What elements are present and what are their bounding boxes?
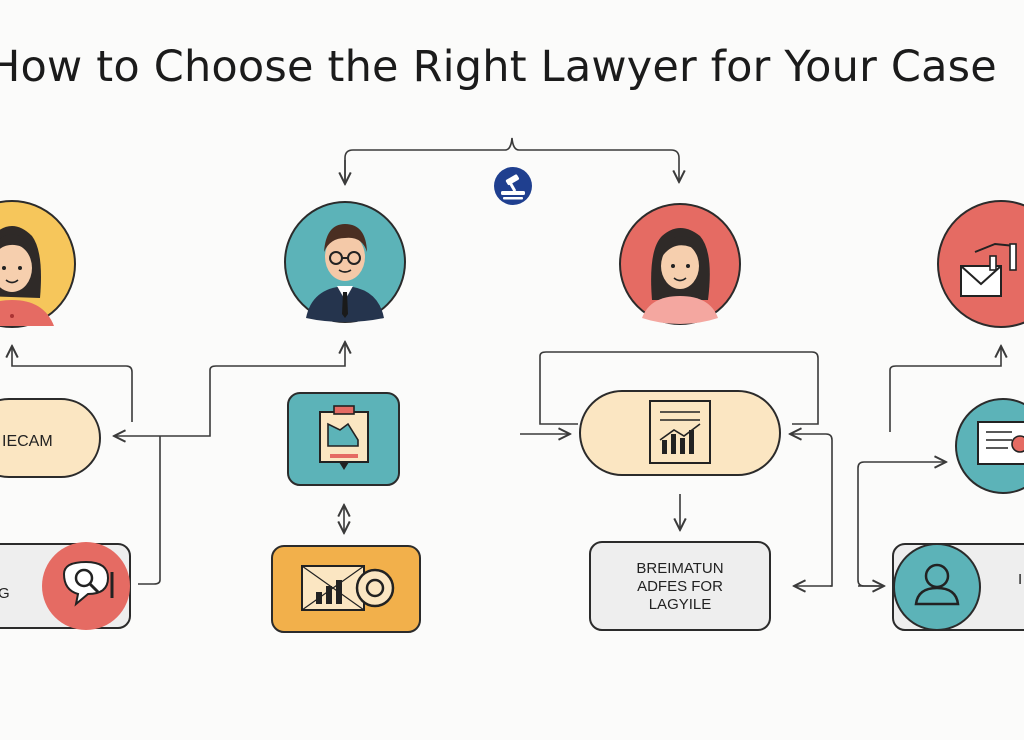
text-box-line3: LAGYILE [649, 596, 712, 613]
woman-avatar-icon-2 [619, 203, 741, 325]
text-box-line2: ADFES FOR [637, 578, 723, 595]
upward-connectors [12, 342, 1001, 437]
left-pill-node: IECAM [0, 398, 101, 478]
top-bracket-connector [345, 137, 679, 184]
document-chart-node [287, 392, 400, 486]
right-bar-label: I [1018, 571, 1022, 588]
center-right-connectors [520, 351, 833, 586]
report-chart-pill-node [579, 390, 781, 476]
woman-avatar-icon [0, 200, 76, 328]
right-bar-node: I [892, 543, 1024, 631]
text-box-node: BREIMATUN ADFES FOR LAGYILE [589, 541, 771, 631]
left-bar-node: G [0, 542, 131, 630]
certificate-node [955, 398, 1024, 494]
left-pill-label: IECAM [2, 433, 53, 450]
left-bar-label: G [0, 585, 10, 602]
gavel-badge-icon [494, 167, 532, 205]
chart-gear-node [271, 545, 421, 633]
left-connectors [114, 436, 161, 585]
mail-chart-icon [937, 200, 1024, 328]
man-glasses-avatar-icon [284, 201, 406, 323]
right-connectors [857, 462, 946, 586]
diagram-title: How to Choose the Right Lawyer for Your … [0, 42, 997, 92]
text-box-line1: BREIMATUN [636, 560, 723, 577]
